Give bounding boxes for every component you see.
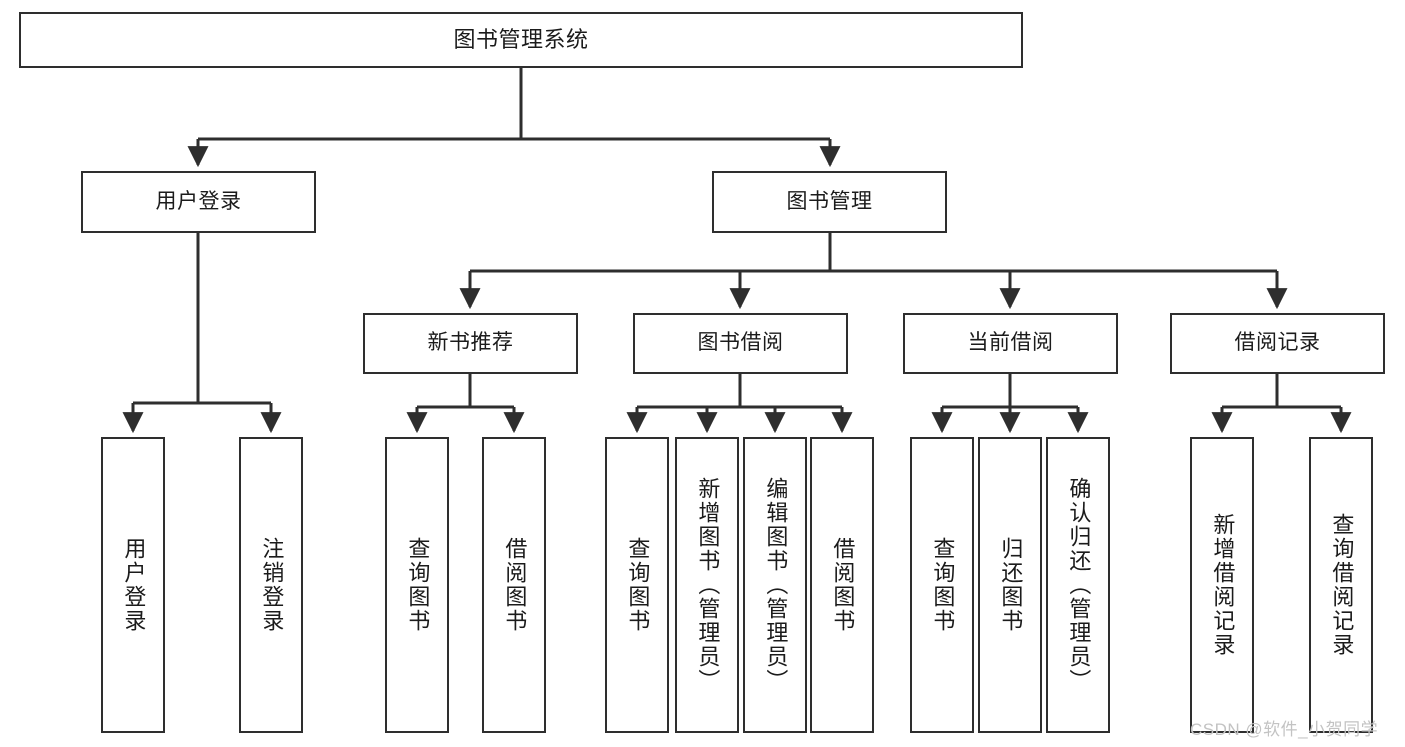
node-label: 借阅图书 bbox=[830, 537, 856, 633]
node-label: 查询图书 bbox=[930, 537, 956, 633]
node-label: 当前借阅 bbox=[967, 331, 1054, 355]
node-label: 归还图书 bbox=[998, 537, 1024, 633]
leaf-user-login[interactable]: 用户登录 bbox=[101, 437, 165, 733]
leaf-current-query-book[interactable]: 查询图书 bbox=[910, 437, 974, 733]
node-label: 查询图书 bbox=[405, 537, 431, 633]
leaf-borrow-query-book[interactable]: 查询图书 bbox=[605, 437, 669, 733]
node-label: 新增图书（管理员） bbox=[695, 477, 721, 693]
node-label: 图书管理系统 bbox=[453, 27, 589, 53]
node-book-management[interactable]: 图书管理 bbox=[712, 171, 947, 233]
leaf-borrow-edit-book-admin[interactable]: 编辑图书（管理员） bbox=[743, 437, 807, 733]
node-new-book-recommend[interactable]: 新书推荐 bbox=[363, 313, 578, 374]
node-book-borrow[interactable]: 图书借阅 bbox=[633, 313, 848, 374]
leaf-current-confirm-return-admin[interactable]: 确认归还（管理员） bbox=[1046, 437, 1110, 733]
node-label: 借阅记录 bbox=[1234, 331, 1321, 355]
node-label: 借阅图书 bbox=[502, 537, 528, 633]
node-current-borrow[interactable]: 当前借阅 bbox=[903, 313, 1118, 374]
leaf-user-logout[interactable]: 注销登录 bbox=[239, 437, 303, 733]
node-label: 图书管理 bbox=[786, 189, 873, 213]
node-label: 图书借阅 bbox=[697, 331, 784, 355]
node-borrow-record[interactable]: 借阅记录 bbox=[1170, 313, 1385, 374]
leaf-record-add-borrow-record[interactable]: 新增借阅记录 bbox=[1190, 437, 1254, 733]
leaf-current-return-book[interactable]: 归还图书 bbox=[978, 437, 1042, 733]
node-label: 确认归还（管理员） bbox=[1066, 477, 1092, 693]
node-label: 注销登录 bbox=[259, 537, 285, 633]
node-label: 新增借阅记录 bbox=[1210, 513, 1236, 657]
node-label: 编辑图书（管理员） bbox=[763, 477, 789, 693]
leaf-recommend-query-book[interactable]: 查询图书 bbox=[385, 437, 449, 733]
node-label: 用户登录 bbox=[155, 189, 242, 213]
node-label: 新书推荐 bbox=[427, 331, 514, 355]
leaf-borrow-borrow-book[interactable]: 借阅图书 bbox=[810, 437, 874, 733]
leaf-record-query-borrow-record[interactable]: 查询借阅记录 bbox=[1309, 437, 1373, 733]
node-label: 查询借阅记录 bbox=[1329, 513, 1355, 657]
watermark-credit: CSDN @软件_小贺同学 bbox=[1190, 720, 1379, 739]
leaf-recommend-borrow-book[interactable]: 借阅图书 bbox=[482, 437, 546, 733]
leaf-borrow-add-book-admin[interactable]: 新增图书（管理员） bbox=[675, 437, 739, 733]
node-root-system[interactable]: 图书管理系统 bbox=[19, 12, 1023, 68]
node-user-login[interactable]: 用户登录 bbox=[81, 171, 316, 233]
node-label: 查询图书 bbox=[625, 537, 651, 633]
node-label: 用户登录 bbox=[121, 537, 147, 633]
